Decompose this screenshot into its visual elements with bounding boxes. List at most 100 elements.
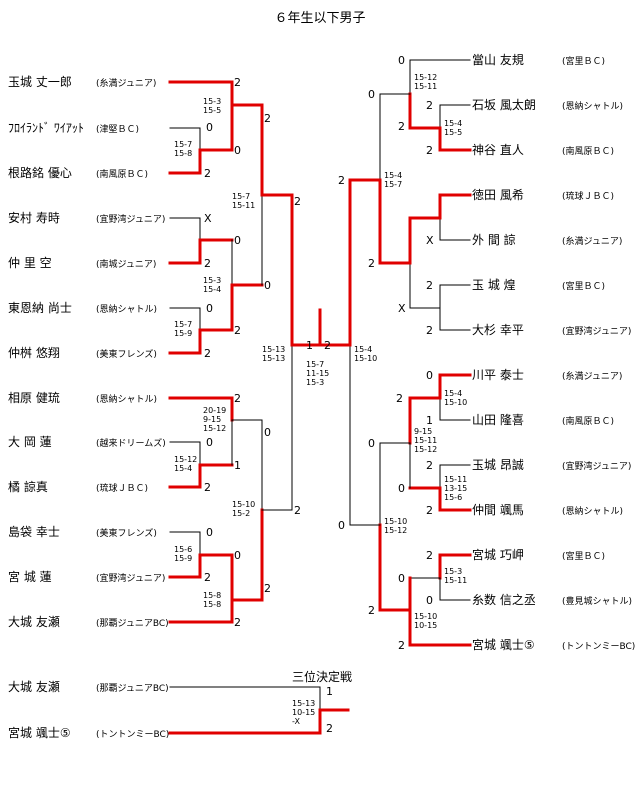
- player-name: 神谷 直人: [472, 143, 524, 157]
- player-name: 仲 里 空: [8, 256, 52, 270]
- final-game-score: 15-3: [306, 378, 324, 387]
- player-club: (豊見城シャトル): [562, 595, 632, 607]
- match-score: X: [398, 302, 406, 315]
- player-name: 玉城 丈一郎: [8, 75, 72, 89]
- player-name: 川平 泰士: [472, 368, 524, 382]
- match-score: 2: [204, 481, 211, 494]
- match-score: 2: [368, 257, 375, 270]
- match-score: 0: [398, 54, 405, 67]
- match-score: 2: [294, 195, 301, 208]
- match-score: 1: [234, 459, 241, 472]
- game-score: -X: [292, 717, 300, 726]
- match-score: 0: [234, 144, 241, 157]
- game-score: 15-13: [262, 354, 285, 363]
- game-score: 15-11: [414, 436, 437, 445]
- game-score: 15-12: [414, 73, 437, 82]
- player-club: (南風原ＢＣ): [562, 145, 614, 157]
- game-score: 15-7: [174, 320, 192, 329]
- game-score: 15-8: [203, 600, 221, 609]
- player-name: 安村 寿時: [8, 210, 60, 225]
- match-score: 0: [206, 526, 213, 539]
- match-score: 0: [368, 88, 375, 101]
- player-name: 橘 諒真: [8, 479, 48, 494]
- game-score: 15-6: [174, 545, 192, 554]
- match-score: 2: [234, 616, 241, 629]
- game-score: 15-3: [203, 97, 221, 106]
- game-score: 15-10: [232, 500, 255, 509]
- player-name: 大城 友瀬: [8, 615, 60, 629]
- game-score: 15-4: [444, 119, 462, 128]
- match-score: 0: [264, 279, 271, 292]
- match-score: 0: [426, 594, 433, 607]
- game-score: 15-4: [354, 345, 372, 354]
- game-score: 15-10: [414, 612, 437, 621]
- player-name: 糸数 信之丞: [472, 592, 536, 607]
- game-score: 15-8: [203, 591, 221, 600]
- final-score-right: 2: [324, 339, 331, 352]
- game-score: 15-12: [414, 445, 437, 454]
- player-club: (南風原ＢＣ): [96, 168, 148, 180]
- player-name: 根路銘 優心: [8, 165, 72, 180]
- game-score: 15-3: [444, 567, 462, 576]
- match-score: 2: [234, 392, 241, 405]
- player-club: (琉球ＪＢＣ): [96, 482, 148, 494]
- match-score: 0: [206, 302, 213, 315]
- match-score: 1: [426, 414, 433, 427]
- match-score: 2: [204, 571, 211, 584]
- match-score: 2: [396, 392, 403, 405]
- player-club: (南風原ＢＣ): [562, 415, 614, 427]
- player-name: 山田 隆喜: [472, 412, 524, 427]
- game-score: 15-4: [203, 285, 221, 294]
- player-club: (宜野湾ジュニア): [562, 460, 631, 472]
- game-score: 15-12: [174, 455, 197, 464]
- game-score: 15-5: [203, 106, 221, 115]
- player-club: (琉球ＪＢＣ): [562, 190, 614, 202]
- game-score: 15-11: [444, 475, 467, 484]
- match-score: 0: [234, 234, 241, 247]
- game-score: 20-19: [203, 406, 226, 415]
- third-place-title: 三位決定戦: [292, 669, 352, 684]
- game-score: 15-7: [384, 180, 402, 189]
- game-score: 15-3: [203, 276, 221, 285]
- game-score: 15-11: [414, 82, 437, 91]
- match-score: 2: [264, 582, 271, 595]
- player-club: (宜野湾ジュニア): [96, 213, 165, 225]
- player-club: (宜野湾ジュニア): [96, 572, 165, 584]
- final-score-left: 1: [306, 339, 313, 352]
- player-name: 玉城 昂誠: [472, 458, 524, 472]
- match-score: 2: [426, 459, 433, 472]
- game-score: 15-13: [292, 699, 315, 708]
- player-name: 東恩納 尚士: [8, 301, 72, 315]
- match-score: 0: [368, 437, 375, 450]
- player-club: (宜野湾ジュニア): [562, 325, 631, 337]
- game-score: 15-8: [174, 149, 192, 158]
- game-score: 15-10: [444, 398, 467, 407]
- game-score: 15-9: [174, 329, 192, 338]
- player-name: 外 間 諒: [472, 232, 516, 247]
- game-score: 9-15: [203, 415, 221, 424]
- match-score: 0: [398, 572, 405, 585]
- player-club: (宮里ＢＣ): [562, 280, 605, 292]
- match-score: 0: [206, 436, 213, 449]
- match-score: 2: [204, 347, 211, 360]
- match-score: 0: [338, 519, 345, 532]
- match-score: 2: [338, 174, 345, 187]
- player-club: (糸満ジュニア): [562, 370, 622, 382]
- player-name: 玉 城 煌: [472, 278, 516, 292]
- game-score: 15-6: [444, 493, 462, 502]
- final-game-score: 11-15: [306, 369, 329, 378]
- match-score: 2: [204, 257, 211, 270]
- player-club: (那覇ジュニアBC): [96, 683, 169, 694]
- player-club: (宮里ＢＣ): [562, 55, 605, 67]
- game-score: 15-13: [262, 345, 285, 354]
- match-score: X: [426, 234, 434, 247]
- player-name: 島袋 幸士: [8, 524, 60, 539]
- game-score: 15-4: [384, 171, 402, 180]
- player-name: 石坂 風太朗: [472, 97, 536, 112]
- player-club: (恩納シャトル): [562, 505, 623, 517]
- player-name: ﾌﾛｲﾗﾝﾄﾞ ﾜｲｱｯﾄ: [8, 121, 84, 135]
- player-club: (美東フレンズ): [96, 527, 157, 539]
- match-score: 2: [426, 504, 433, 517]
- match-score: 0: [264, 426, 271, 439]
